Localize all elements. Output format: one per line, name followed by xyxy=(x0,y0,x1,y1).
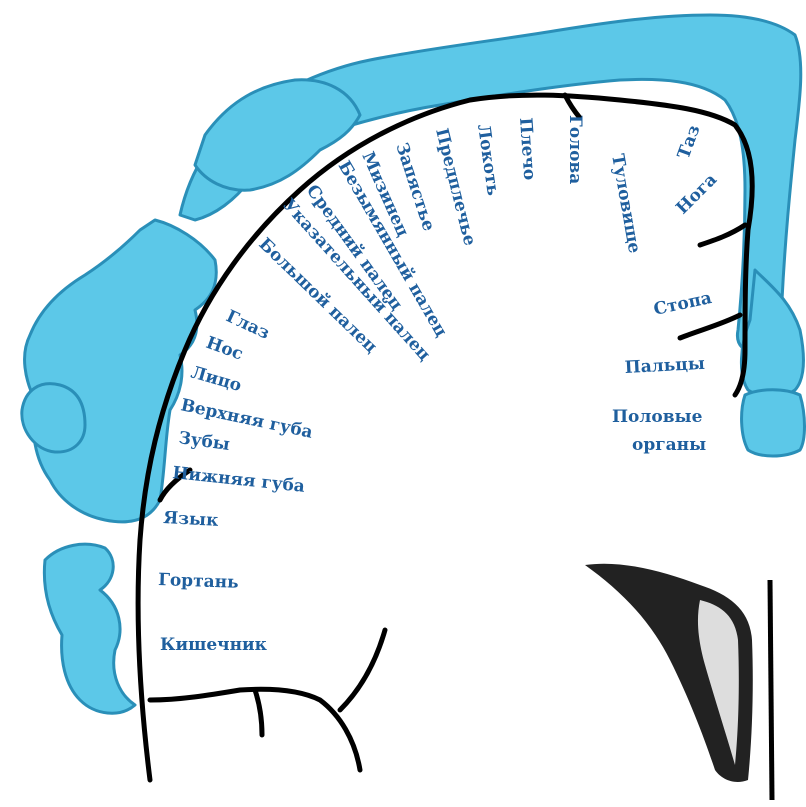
label-zuby: Зубы xyxy=(177,428,231,455)
label-golova: Голова xyxy=(565,115,585,184)
cortex-sulcus-3 xyxy=(680,315,740,338)
homunculus-throat xyxy=(44,544,135,713)
cortex-sulcus-6 xyxy=(340,630,385,710)
label-lokot: Локоть xyxy=(473,123,503,197)
midline xyxy=(770,580,772,800)
label-nizhnyaya-guba: Нижняя губа xyxy=(171,463,305,497)
label-gortan: Гортань xyxy=(158,570,239,593)
homunculus-tongue xyxy=(22,384,85,452)
label-paltsy: Пальцы xyxy=(624,354,705,378)
label-plecho: Плечо xyxy=(515,117,539,181)
homunculus-toes xyxy=(742,390,805,456)
label-stopa: Стопа xyxy=(652,288,714,320)
cortex-sulcus-2 xyxy=(700,225,745,245)
label-polovye-1: Половые xyxy=(612,407,703,427)
label-kishechnik: Кишечник xyxy=(160,635,268,655)
label-nos: Нос xyxy=(203,333,245,365)
ventricle-structure xyxy=(585,564,772,800)
cortex-lower-lobe xyxy=(150,689,360,770)
label-yazyk: Язык xyxy=(163,508,220,531)
label-taz: Таз xyxy=(674,122,705,161)
label-predplechye: Предплечье xyxy=(431,126,480,248)
label-litso: Лицо xyxy=(189,363,244,396)
cortex-sulcus-5 xyxy=(255,690,262,735)
label-glaz: Глаз xyxy=(223,306,273,343)
label-noga: Нога xyxy=(672,170,721,219)
homunculus-hand xyxy=(195,80,360,190)
label-tulovishche: Туловище xyxy=(607,152,644,255)
label-polovye-2: органы xyxy=(632,435,706,455)
